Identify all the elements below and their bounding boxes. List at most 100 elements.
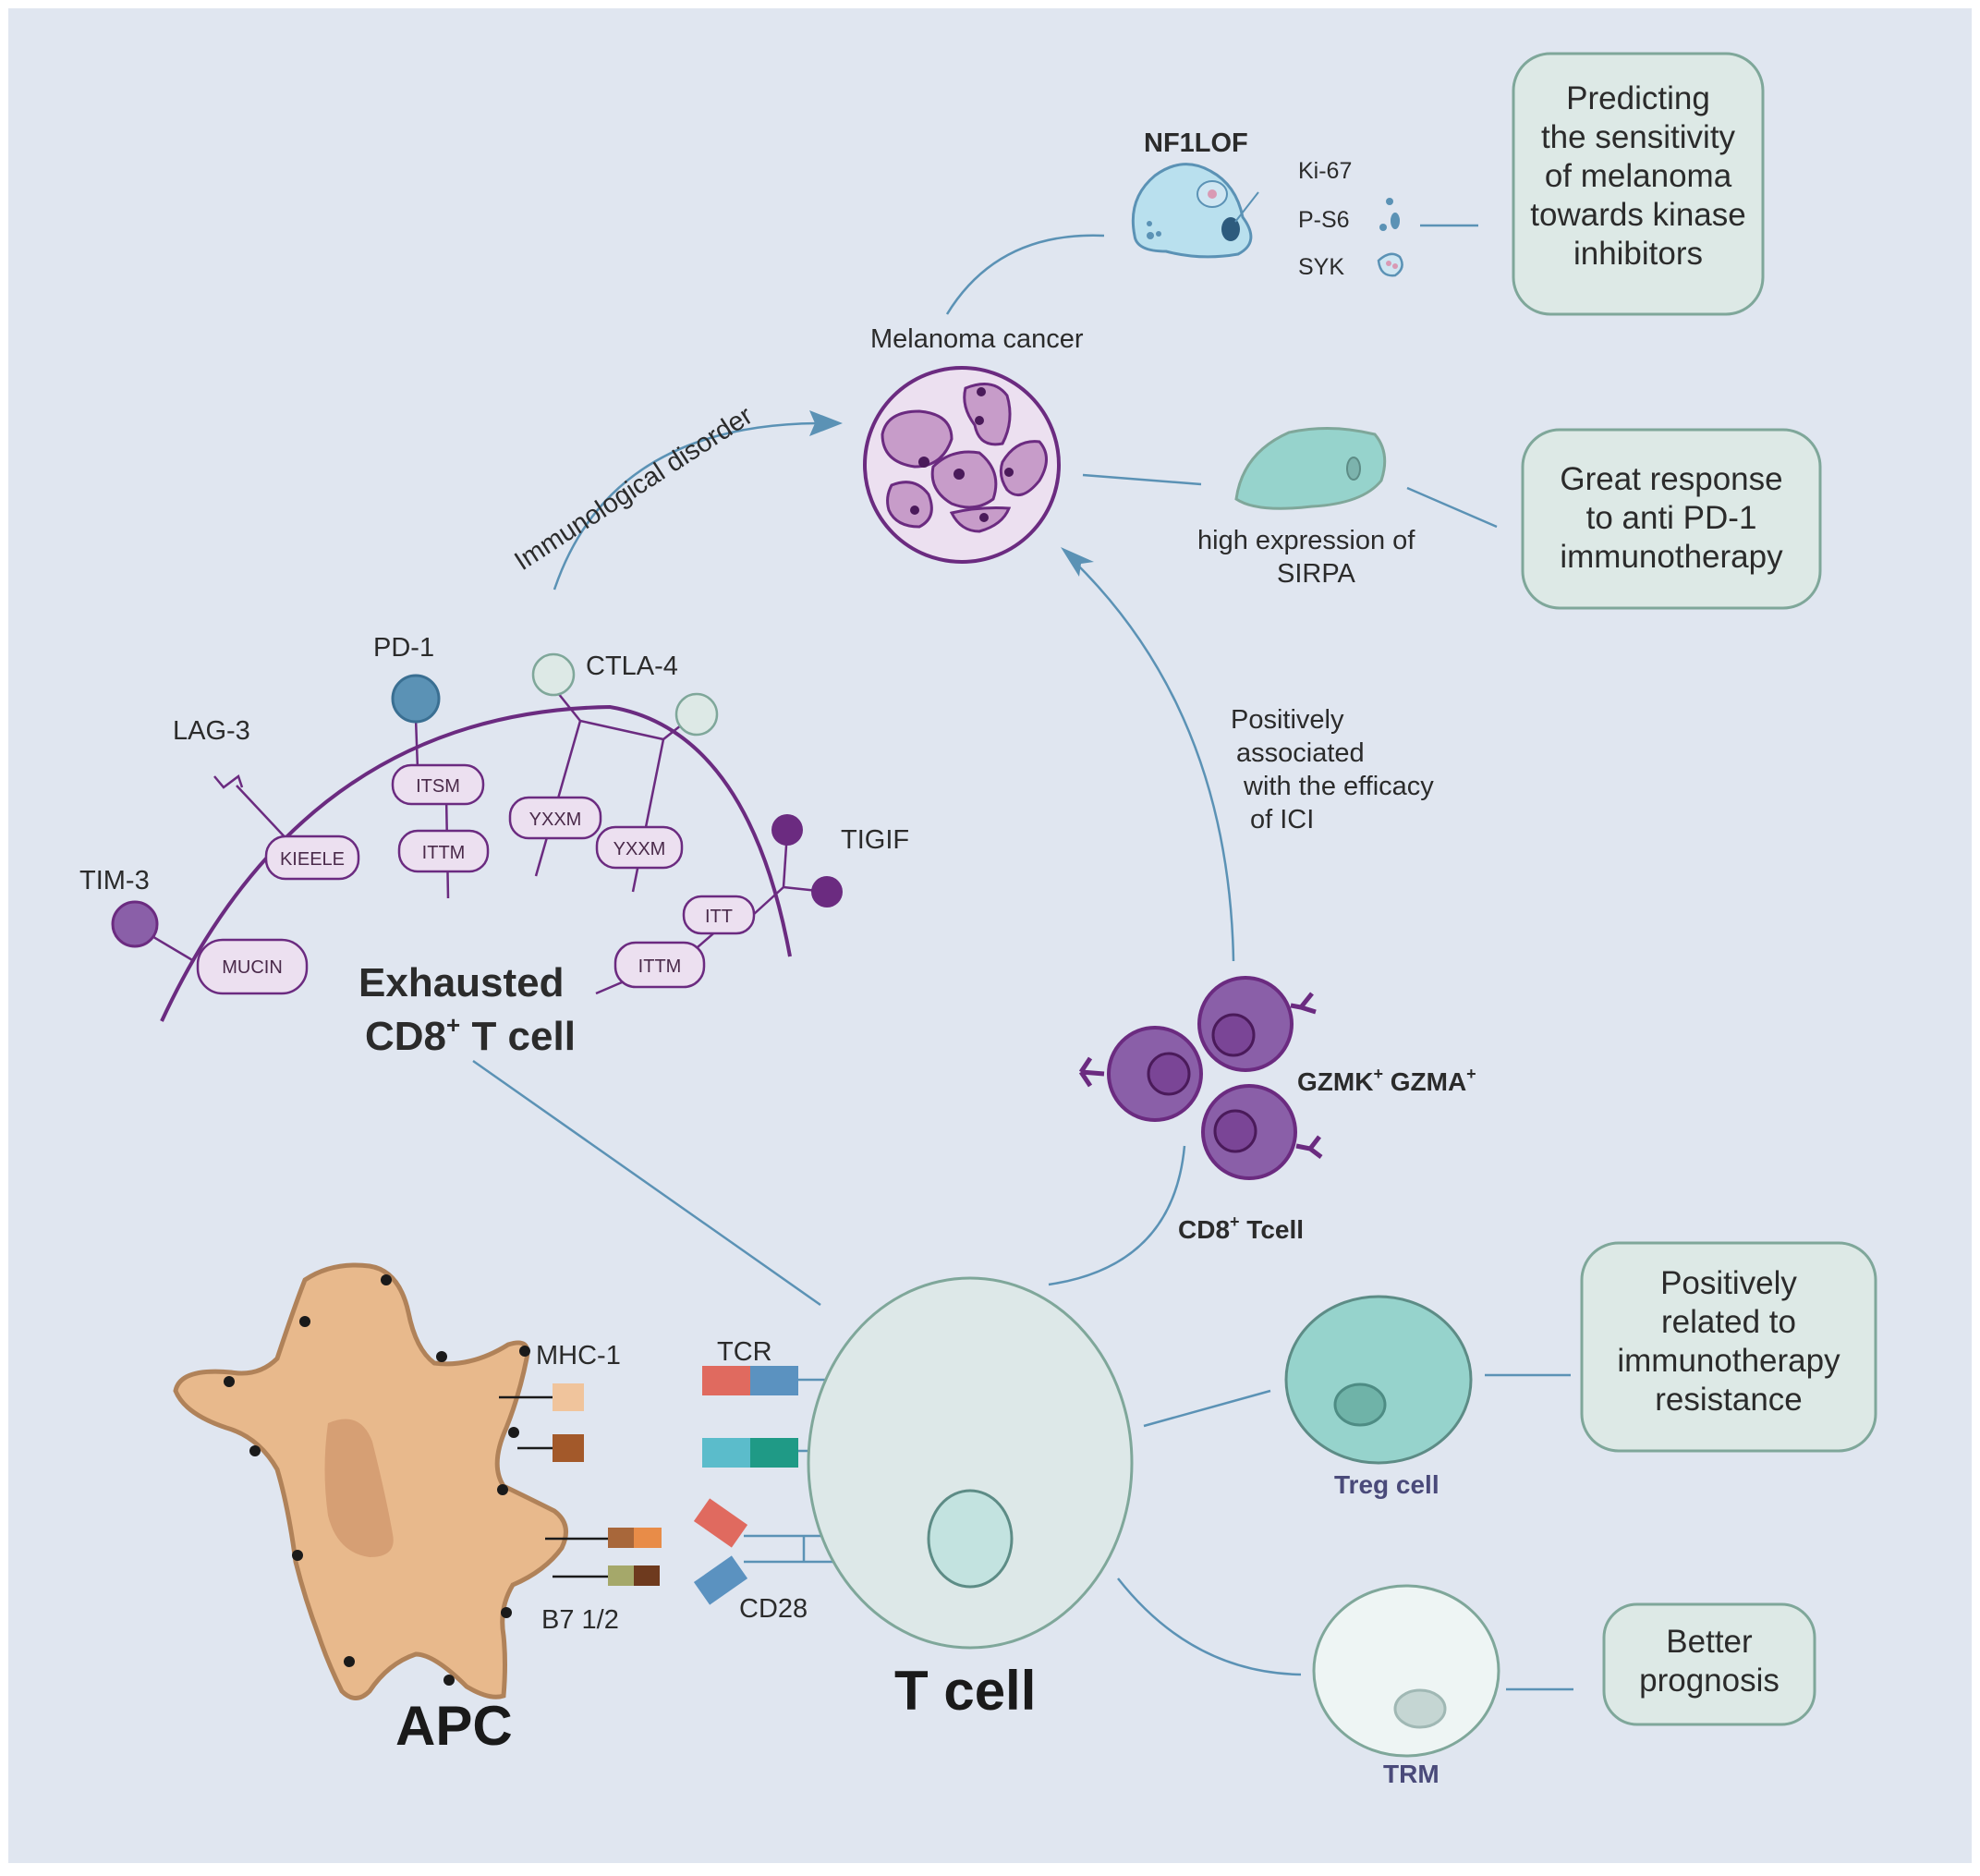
ittm2-text: ITTM	[638, 956, 682, 977]
itsm-text: ITSM	[416, 776, 460, 797]
tigif-head-b	[811, 876, 843, 908]
lag3-label: LAG-3	[173, 716, 250, 746]
lag3-stem	[236, 785, 292, 845]
ctla4-head-b	[674, 692, 719, 737]
ittm-pill-1: ITTM	[397, 829, 490, 873]
yxxm-pill-1: YXXM	[508, 796, 602, 840]
mucin-text: MUCIN	[222, 957, 283, 978]
yxxm2-text: YXXM	[613, 839, 666, 859]
lag3-head	[213, 774, 244, 789]
tcell-to-trm-line	[1117, 1578, 1302, 1676]
cd28-label: CD28	[739, 1594, 808, 1624]
treg-label: Treg cell	[1334, 1470, 1439, 1499]
tigif-stem-b	[752, 886, 784, 916]
kinase-box: Predicting the sensitivity of melanoma t…	[1512, 52, 1765, 316]
kinase-line5: inhibitors	[1573, 236, 1703, 272]
tcell-to-cd8-line	[1048, 1145, 1186, 1286]
t-cell	[807, 1276, 1134, 1650]
tigif-label: TIGIF	[841, 825, 909, 855]
cd28-molecules	[693, 1498, 881, 1605]
syk-label: SYK	[1298, 254, 1344, 280]
kieele-pill: KIEELE	[264, 834, 360, 881]
sirpa-line1: high expression of	[1197, 526, 1415, 555]
itt-text: ITT	[705, 907, 733, 927]
melanoma-to-sirpa-line	[1082, 473, 1202, 486]
resistance-line2: related to	[1661, 1304, 1796, 1340]
efficacy-arrowhead	[1061, 547, 1094, 577]
tim3-head	[111, 900, 159, 948]
pd1-response-line2: to anti PD-1	[1586, 500, 1757, 536]
ctla4-head-a	[531, 652, 576, 697]
resistance-line1: Positively	[1660, 1265, 1797, 1301]
sirpa-cell	[1234, 427, 1387, 510]
mhc1-label: MHC-1	[536, 1341, 621, 1370]
ps6-label: P-S6	[1298, 207, 1350, 233]
prognosis-line1: Better	[1666, 1624, 1753, 1660]
kinase-line2: the sensitivity	[1541, 119, 1736, 155]
sirpa-line2: SIRPA	[1277, 559, 1356, 589]
pd1-response-line3: immunotherapy	[1560, 539, 1783, 575]
ittm-pill-2: ITTM	[613, 941, 706, 989]
b7-label: B7 1/2	[541, 1605, 619, 1635]
pos-assoc-line1: Positively	[1231, 705, 1344, 735]
pos-assoc-line4: of ICI	[1250, 805, 1314, 834]
mucin-pill: MUCIN	[196, 938, 309, 995]
resistance-box: Positively related to immunotherapy resi…	[1580, 1241, 1877, 1453]
ki67-label: Ki-67	[1298, 158, 1352, 184]
nf1lof-tumor-cell	[1131, 163, 1259, 259]
resistance-line4: resistance	[1655, 1382, 1803, 1418]
pos-assoc-line3: with the efficacy	[1243, 772, 1434, 801]
melanoma-label: Melanoma cancer	[870, 324, 1084, 354]
prognosis-box: Better prognosis	[1602, 1602, 1816, 1726]
apc-molecules	[499, 1383, 662, 1586]
immuno-disorder-arrow	[553, 421, 819, 591]
kinase-line3: of melanoma	[1545, 158, 1732, 194]
pd1-response-line1: Great response	[1560, 461, 1782, 497]
pd1-response-box: Great response to anti PD-1 immunotherap…	[1521, 428, 1822, 610]
apc-label: APC	[395, 1695, 513, 1757]
yxxm-pill-2: YXXM	[595, 825, 684, 870]
tcell-to-treg-line	[1143, 1389, 1271, 1428]
tim3-label: TIM-3	[79, 866, 150, 895]
exhausted-to-tcell-line	[472, 1059, 821, 1307]
nf1lof-label: NF1LOF	[1144, 128, 1248, 158]
itt-pill: ITT	[682, 895, 756, 935]
tcr-molecules	[702, 1366, 887, 1468]
melanoma-to-nf1-line	[945, 234, 1105, 315]
efficacy-arrow	[1071, 558, 1235, 962]
exhausted-title-line1: Exhausted	[358, 960, 565, 1005]
gzmk-gzma-label: GZMK+ GZMA+	[1297, 1065, 1476, 1096]
pos-assoc-line2: associated	[1236, 738, 1365, 768]
cd8-tcell-label: CD8+ Tcell	[1178, 1212, 1304, 1244]
resistance-line3: immunotherapy	[1617, 1343, 1840, 1379]
itsm-pill: ITSM	[391, 763, 485, 806]
immuno-arrowhead	[809, 410, 843, 436]
exhausted-cell-membrane	[160, 704, 792, 1022]
connectors	[472, 224, 1573, 1691]
ctla4-label: CTLA-4	[586, 652, 678, 681]
trm-label: TRM	[1383, 1760, 1439, 1788]
pd1-label: PD-1	[373, 633, 434, 663]
kinase-line1: Predicting	[1566, 80, 1710, 116]
yxxm1-text: YXXM	[529, 810, 582, 830]
prognosis-line2: prognosis	[1639, 1663, 1780, 1699]
exhausted-title-line2: CD8+ T cell	[365, 1011, 576, 1059]
ctla4-bridge	[579, 719, 664, 741]
melanoma-cell-cluster	[863, 366, 1061, 564]
apc-cell	[173, 1262, 568, 1700]
tcell-label: T cell	[894, 1660, 1036, 1722]
kieele-text: KIEELE	[280, 849, 345, 870]
ittm1-text: ITTM	[422, 843, 466, 863]
tcr-label: TCR	[717, 1337, 772, 1367]
sirpa-to-box-line	[1406, 486, 1498, 529]
ps6-marker	[1379, 198, 1400, 231]
cd8-effector-cells	[1078, 976, 1323, 1180]
tigif-head-a	[771, 814, 803, 846]
trm-cell	[1312, 1584, 1500, 1758]
pd1-head	[391, 674, 441, 724]
kinase-line4: towards kinase	[1530, 197, 1745, 233]
treg-cell	[1284, 1295, 1473, 1465]
syk-marker	[1377, 252, 1403, 277]
